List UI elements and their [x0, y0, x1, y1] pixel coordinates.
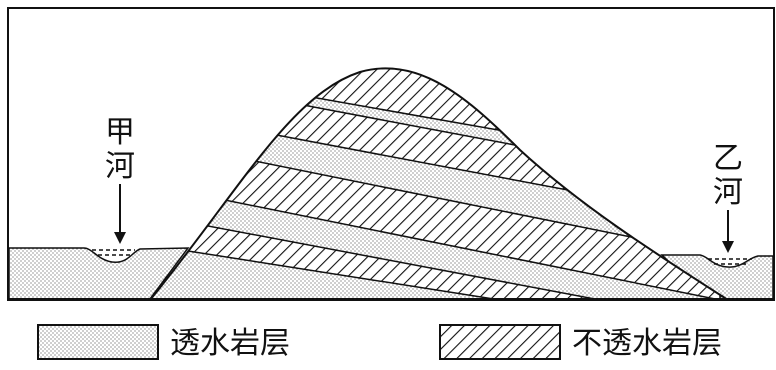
- mountain-outline: [149, 67, 729, 301]
- river-a-water: [92, 249, 135, 256]
- legend-impermeable-label: 不透水岩层: [572, 326, 722, 361]
- legend-impermeable-swatch: [439, 324, 561, 360]
- river-b-label-line1: 乙: [713, 141, 743, 176]
- river-b-arrow-icon: [722, 210, 734, 253]
- legend-permeable-label: 透水岩层: [170, 326, 290, 361]
- legend-permeable-swatch: [37, 324, 159, 360]
- river-a-arrow-icon: [114, 184, 126, 244]
- river-b-water: [708, 258, 752, 265]
- impermeable-band-4: [150, 214, 601, 300]
- left-ground-strip: [8, 247, 190, 300]
- river-b-label-line2: 河: [713, 175, 743, 210]
- river-a-label-line2: 河: [105, 149, 135, 184]
- river-a-label-line1: 甲: [105, 115, 135, 150]
